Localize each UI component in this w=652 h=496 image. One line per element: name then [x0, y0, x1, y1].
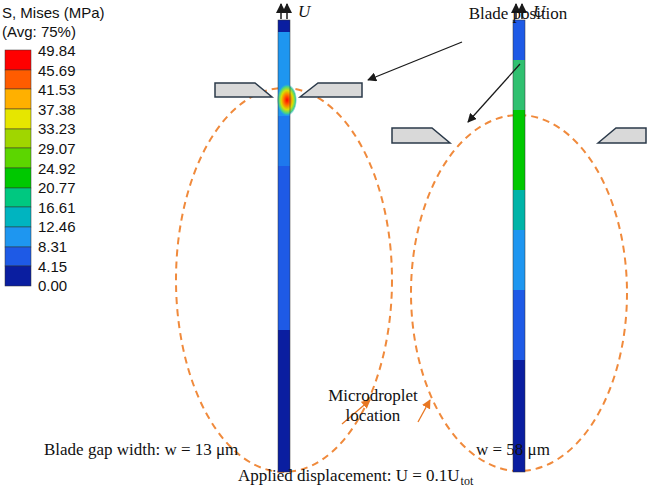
contour-value: 8.31: [38, 238, 67, 255]
subscript: tot: [461, 475, 474, 489]
blade: [215, 83, 646, 143]
displacement-symbol: U: [298, 2, 310, 22]
contour-value: 45.69: [38, 62, 76, 79]
contour-value: 29.07: [38, 140, 76, 157]
contour-value: 12.46: [38, 218, 76, 235]
contour-value: 4.15: [38, 258, 67, 275]
fiber-left: [277, 20, 297, 472]
legend-subtitle: (Avg: 75%): [2, 23, 76, 40]
contour-value: 20.77: [38, 179, 76, 196]
leader-arrow: [368, 42, 520, 122]
contour-value: 16.61: [38, 199, 76, 216]
contour-value: 0.00: [38, 277, 67, 294]
blade-label: Blade position: [468, 4, 568, 24]
contour-value: 24.92: [38, 160, 76, 177]
contour-value: 49.84: [38, 42, 76, 59]
legend-title: S, Mises (MPa): [2, 4, 105, 21]
gap-width-label: Blade gap width: w = 13 μm: [44, 440, 238, 460]
fiber-right: [513, 20, 525, 472]
contour-value: 33.23: [38, 120, 76, 137]
gap-width-label: w = 58 μm: [476, 440, 550, 460]
contour-color-bar: [5, 50, 31, 286]
displacement-label: Applied displacement: U = 0.1U: [238, 466, 460, 486]
droplet-label: Microdroplet location: [318, 386, 428, 425]
contour-value: 41.53: [38, 81, 76, 98]
contour-value: 37.38: [38, 101, 76, 118]
